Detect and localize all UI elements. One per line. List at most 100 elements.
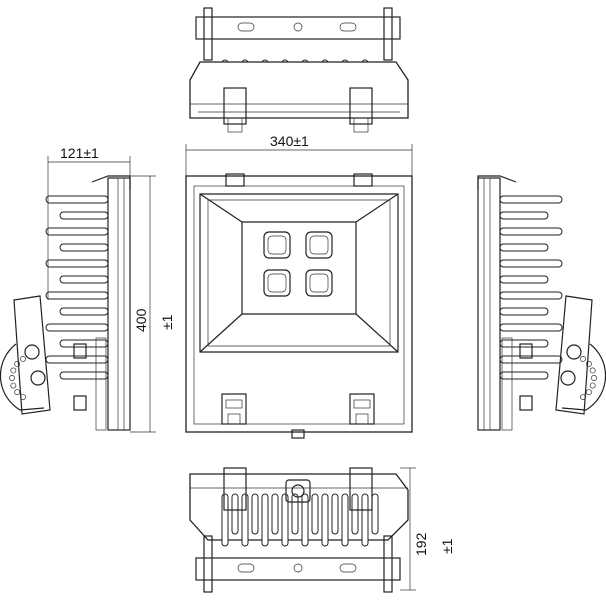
adjust-hole: [585, 389, 592, 396]
top-body: [189, 61, 409, 119]
heatsink-fin: [291, 493, 299, 535]
heatsink-fin: [341, 493, 349, 547]
top-bracket-slot-right: [339, 22, 357, 32]
left-heatsink-fins: [45, 195, 109, 380]
front-view: [185, 173, 413, 439]
rounded-square-led-icon: [263, 269, 291, 297]
right-yoke: [555, 295, 593, 415]
bottom-hinge-left: [223, 467, 247, 511]
heatsink-fin: [231, 493, 239, 535]
adjust-hole: [10, 382, 17, 389]
right-pivot-bolt-bottom: [560, 370, 576, 386]
heatsink-fin: [59, 243, 109, 252]
bottom-cable-gland: [285, 479, 311, 503]
right-body: [477, 177, 501, 431]
heatsink-fin: [59, 275, 109, 284]
heatsink-fin: [499, 259, 563, 268]
top-bracket-bar: [195, 16, 401, 40]
heatsink-fin: [45, 227, 109, 236]
right-pivot-bolt-top: [566, 344, 582, 360]
adjust-hole: [589, 382, 596, 389]
rounded-square-led-icon: [305, 269, 333, 297]
heatsink-fin: [361, 493, 369, 547]
heatsink-fin: [261, 493, 269, 547]
heatsink-fin: [371, 493, 379, 535]
heatsink-fin: [301, 493, 309, 547]
heatsink-fin: [499, 275, 549, 284]
bottom-bracket-arm-left: [203, 535, 213, 593]
heatsink-fin: [499, 307, 549, 316]
top-bracket-slot-left: [237, 22, 255, 32]
heatsink-fin: [59, 211, 109, 220]
top-bracket-bolt: [293, 22, 303, 32]
adjust-hole: [14, 389, 21, 396]
cable-gland: [291, 429, 305, 439]
dimension-height: 400 ±1: [130, 175, 175, 433]
heatsink-fin: [499, 291, 563, 300]
heatsink-fin: [45, 259, 109, 268]
heatsink-fin: [499, 323, 563, 332]
top-bracket-arm-right: [383, 7, 393, 61]
adjust-hole: [9, 375, 15, 381]
dimension-depth: 121±1: [47, 145, 131, 300]
height-value: 400: [133, 308, 149, 332]
depth-label: 121±1: [60, 145, 99, 161]
heatsink-fin: [45, 195, 109, 204]
left-pivot-bolt-bottom: [30, 370, 46, 386]
right-hinge-block: [519, 343, 533, 359]
heatsink-fin: [499, 371, 549, 380]
bottom-view: [189, 467, 409, 593]
adjust-hole: [591, 375, 597, 381]
adjust-hole: [20, 394, 26, 401]
heatsink-fin: [45, 355, 109, 364]
heatsink-fin: [499, 227, 563, 236]
heatsink-fin: [59, 371, 109, 380]
adjust-hole: [580, 355, 586, 362]
left-adjust-holes: [9, 355, 26, 401]
heatsink-fin: [45, 291, 109, 300]
left-hinge-block: [73, 343, 87, 359]
heatsink-fin: [59, 307, 109, 316]
top-bracket-arm-left: [203, 7, 213, 61]
left-side-view: [0, 175, 131, 431]
adjust-hole: [589, 367, 596, 374]
rounded-square-led-icon: [305, 231, 333, 259]
heatsink-fin: [321, 493, 329, 547]
front-housing: [185, 175, 413, 433]
side-value: 192: [413, 532, 429, 556]
bottom-bracket-bar: [195, 557, 401, 581]
adjust-hole: [10, 367, 17, 374]
dimension-width: 340±1: [185, 133, 413, 176]
width-label: 340±1: [270, 133, 309, 149]
side-tolerance: ±1: [439, 538, 455, 554]
heatsink-fin: [221, 493, 229, 547]
bottom-hinge-right: [349, 467, 373, 511]
left-yoke: [13, 295, 51, 415]
top-view: [189, 7, 409, 133]
heatsink-fin: [351, 493, 359, 535]
front-latch-top-left: [225, 173, 245, 187]
top-hinge-right: [349, 87, 373, 125]
right-side-view: [477, 175, 606, 431]
heatsink-fin: [331, 493, 339, 535]
heatsink-fin: [499, 243, 549, 252]
heatsink-fin: [281, 493, 289, 547]
rounded-square-led-icon: [263, 231, 291, 259]
led-array: [263, 231, 333, 297]
adjust-hole: [580, 394, 586, 401]
top-hinge-left: [223, 87, 247, 125]
heatsink-fin: [499, 195, 563, 204]
left-pivot-bolt-top: [24, 344, 40, 360]
right-heatsink-fins: [499, 195, 563, 380]
height-tolerance: ±1: [159, 314, 175, 330]
adjust-hole: [20, 355, 26, 362]
bottom-heatsink-fins: [221, 493, 379, 547]
heatsink-fin: [241, 493, 249, 547]
bottom-bracket-arm-right: [383, 535, 393, 593]
heatsink-fin: [251, 493, 259, 535]
mounting-bracket-icon: [349, 393, 375, 425]
heatsink-fin: [311, 493, 319, 535]
heatsink-fin: [271, 493, 279, 535]
mounting-bracket-icon: [221, 393, 247, 425]
